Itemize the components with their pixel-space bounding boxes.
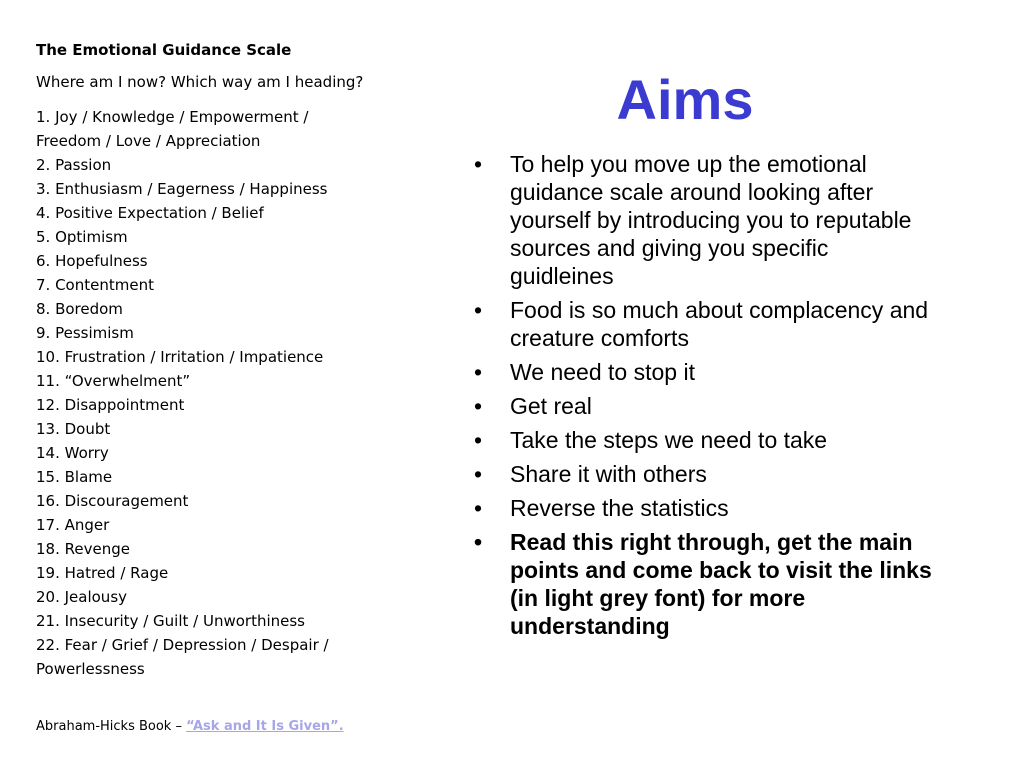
bullet-icon: • (474, 529, 483, 555)
scale-item: 6. Hopefulness (36, 252, 148, 270)
bullet-icon: • (474, 461, 483, 487)
aims-point-text: Food is so much about complacency and cr… (510, 297, 929, 351)
aims-point: • Take the steps we need to take (472, 426, 932, 454)
bullet-icon: • (474, 359, 483, 385)
scale-item: 3. Enthusiasm / Eagerness / Happiness (36, 180, 328, 198)
aims-point: • To help you move up the emotional guida… (472, 150, 932, 290)
aims-list: • To help you move up the emotional guida… (472, 150, 932, 646)
scale-item: 11. “Overwhelment” (36, 372, 191, 390)
scale-item: 1. Joy / Knowledge / Empowerment / Freed… (36, 108, 309, 150)
aims-point: • Get real (472, 392, 932, 420)
scale-item: 2. Passion (36, 156, 112, 174)
scale-item: 20. Jealousy (36, 588, 128, 606)
scale-item: 5. Optimism (36, 228, 128, 246)
aims-point: • Reverse the statistics (472, 494, 932, 522)
scale-item: 7. Contentment (36, 276, 154, 294)
scale-list: 1. Joy / Knowledge / Empowerment / Freed… (36, 105, 366, 681)
aims-point-text: To help you move up the emotional guidan… (510, 151, 912, 289)
scale-item: 10. Frustration / Irritation / Impatienc… (36, 348, 324, 366)
scale-item: 21. Insecurity / Guilt / Unworthiness (36, 612, 305, 630)
scale-item: 13. Doubt (36, 420, 111, 438)
bullet-icon: • (474, 393, 483, 419)
aims-point-text: Get real (510, 393, 592, 419)
scale-item: 15. Blame (36, 468, 113, 486)
aims-point-text: We need to stop it (510, 359, 695, 385)
scale-question: Where am I now? Which way am I heading? (36, 73, 364, 91)
bullet-icon: • (474, 151, 483, 177)
aims-point-text: Reverse the statistics (510, 495, 729, 521)
scale-item: 19. Hatred / Rage (36, 564, 169, 582)
bullet-icon: • (474, 495, 483, 521)
book-credit: Abraham-Hicks Book – “Ask and It Is Give… (36, 716, 344, 738)
emotional-guidance-scale-panel: The Emotional Guidance Scale Where am I … (36, 38, 366, 681)
scale-item: 16. Discouragement (36, 492, 189, 510)
book-credit-prefix: Abraham-Hicks Book – (36, 719, 187, 734)
aims-point-text: Share it with others (510, 461, 707, 487)
scale-item: 22. Fear / Grief / Depression / Despair … (36, 636, 329, 678)
aims-title: Aims (616, 68, 754, 131)
aims-point-emphasis: • Read this right through, get the main p… (472, 528, 932, 640)
book-link[interactable]: “Ask and It Is Given”. (186, 719, 344, 734)
aims-point: • Share it with others (472, 460, 932, 488)
bullet-icon: • (474, 427, 483, 453)
aims-point: • Food is so much about complacency and c… (472, 296, 932, 352)
scale-item: 9. Pessimism (36, 324, 134, 342)
scale-item: 18. Revenge (36, 540, 130, 558)
scale-item: 8. Boredom (36, 300, 123, 318)
scale-item: 14. Worry (36, 444, 109, 462)
scale-item: 17. Anger (36, 516, 110, 534)
scale-item: 12. Disappointment (36, 396, 185, 414)
aims-point-text: Read this right through, get the main po… (510, 529, 932, 639)
bullet-icon: • (474, 297, 483, 323)
scale-title: The Emotional Guidance Scale (36, 41, 292, 59)
aims-point-text: Take the steps we need to take (510, 427, 828, 453)
scale-item: 4. Positive Expectation / Belief (36, 204, 264, 222)
aims-point: • We need to stop it (472, 358, 932, 386)
